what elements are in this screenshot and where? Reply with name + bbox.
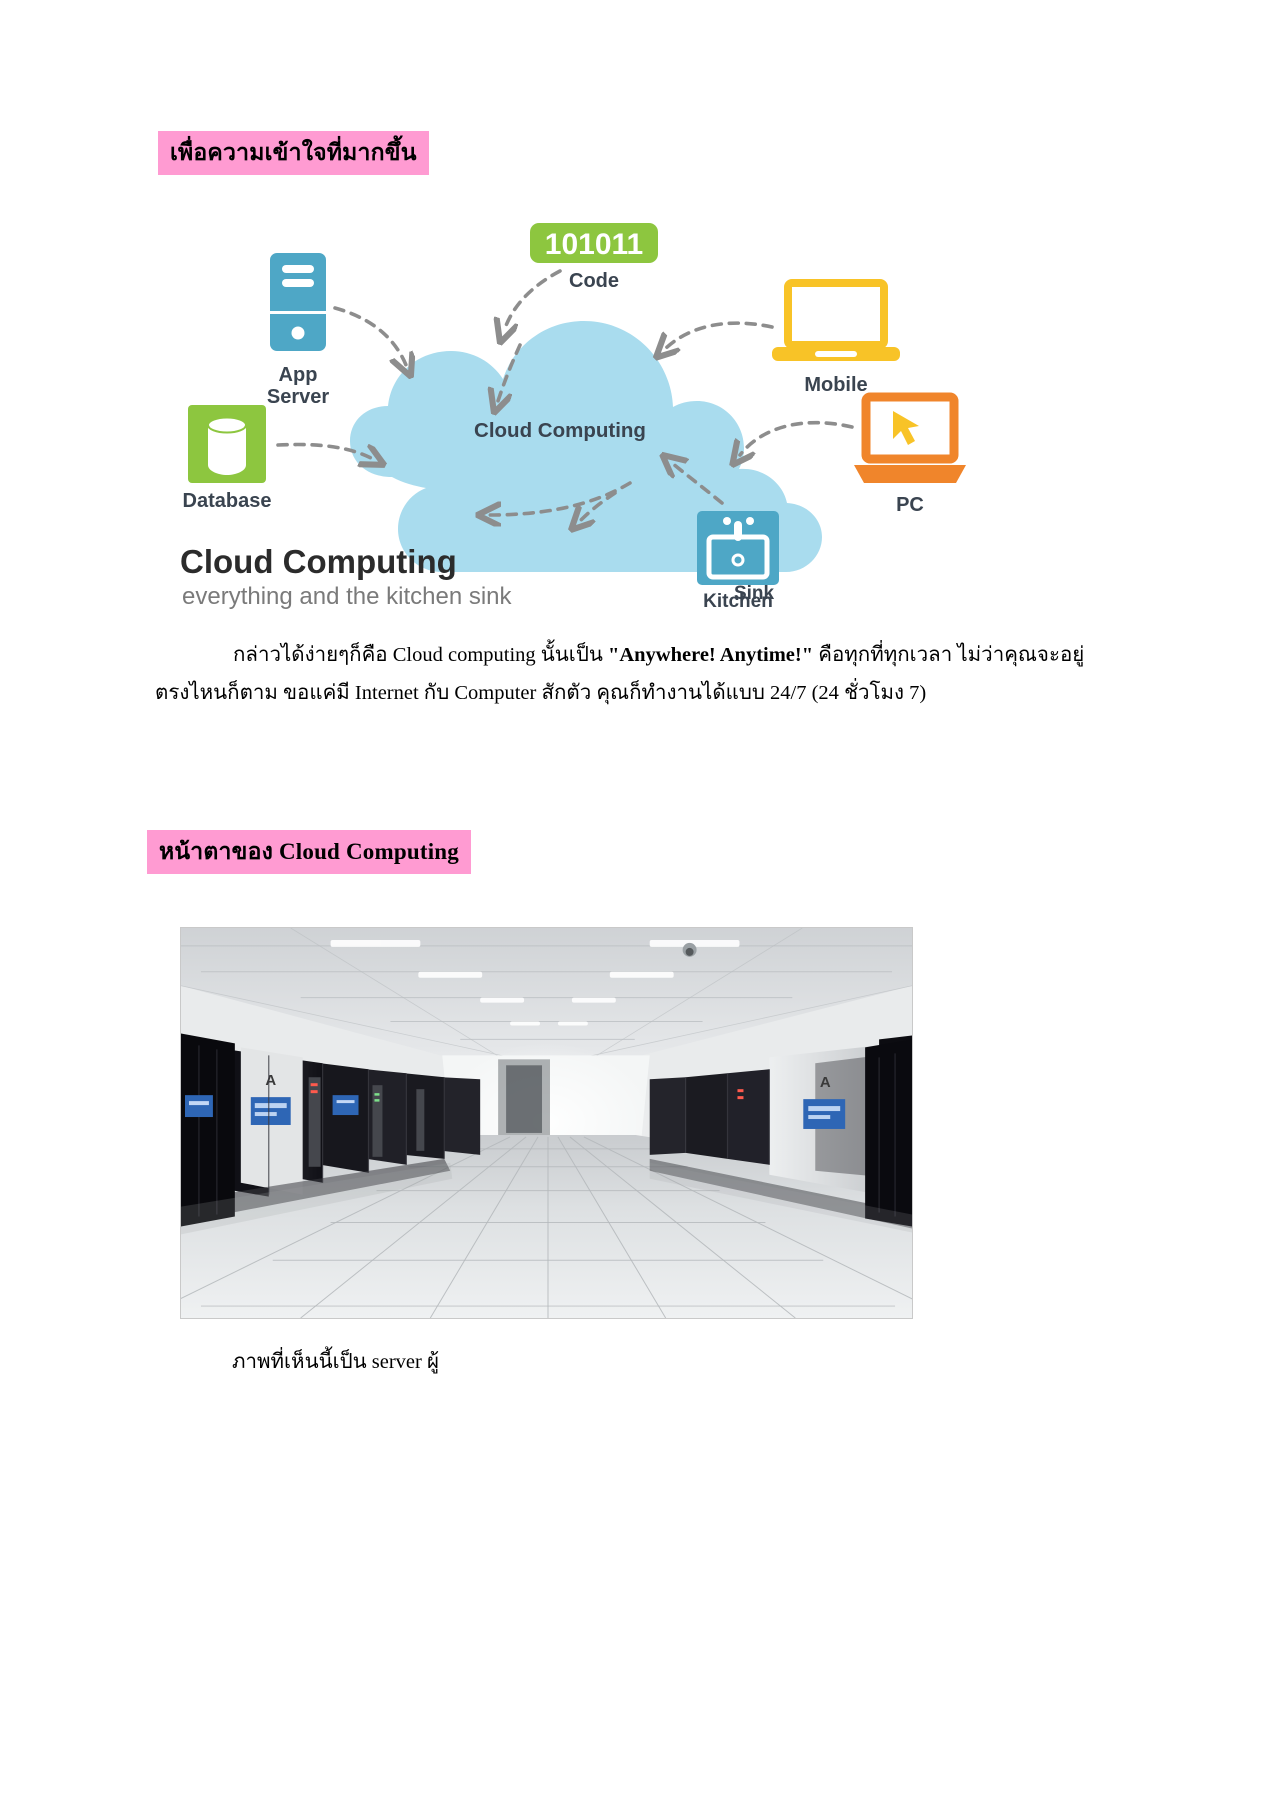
node-mobile: Mobile — [772, 279, 900, 396]
node-mobile-label: Mobile — [804, 374, 867, 396]
arrow-kitchen-sink-to-cloud — [672, 463, 724, 505]
node-kitchen-sink: Kitchen — [697, 511, 779, 612]
node-app-server: App Server — [267, 253, 329, 408]
svg-text:A: A — [820, 1074, 831, 1091]
paragraph-line1-post: คือทุกที่ทุกเวลา — [813, 644, 953, 666]
node-code-label: Code — [569, 270, 619, 292]
laptop-icon — [784, 279, 888, 349]
cloud-shape — [350, 321, 822, 572]
desktop-monitor-icon — [861, 392, 959, 464]
node-pc: PC — [854, 392, 966, 516]
node-app-server-label-line1: App — [279, 364, 318, 386]
body-paragraph: กล่าวได้ง่ายๆก็คือ Cloud computing นั้นเ… — [155, 636, 1085, 712]
arrow-pc-to-cloud — [740, 420, 854, 455]
cloud-center-label: Cloud Computing — [474, 419, 646, 442]
node-app-server-label-line2: Server — [267, 386, 329, 408]
arrow-internal-3 — [580, 491, 617, 521]
paragraph-line2: ไม่ว่าคุณจะอยู่ตรงไหนก็ตาม ขอแค่มี Inter… — [155, 644, 1085, 704]
node-kitchen-sink-label-line1: Kitchen — [703, 591, 773, 612]
node-pc-label: PC — [896, 494, 924, 516]
infographic-subtitle: everything and the kitchen sink — [182, 583, 513, 610]
photo-caption: ภาพที่เห็นนี้เป็น server ผู้ — [232, 1351, 439, 1373]
node-kitchen-sink-label-line2: Sink — [733, 583, 775, 604]
kitchen-sink-icon — [697, 511, 779, 585]
arrow-database-to-cloud — [276, 442, 373, 459]
server-tower-icon — [270, 253, 326, 351]
section-heading-appearance-text: หน้าตาของ Cloud Computing — [159, 839, 459, 864]
node-database-label: Database — [183, 490, 272, 512]
node-database: Database — [183, 405, 272, 512]
server-room-photo: A — [180, 927, 913, 1319]
arrow-code-to-cloud — [504, 269, 562, 331]
arrow-internal-1 — [498, 343, 522, 401]
arrow-app-server-to-cloud — [333, 306, 406, 365]
paragraph-line1-pre: กล่าวได้ง่ายๆก็คือ Cloud computing นั้นเ… — [233, 644, 608, 666]
arrow-internal-2 — [490, 481, 632, 515]
binary-code-icon — [530, 223, 658, 263]
paragraph-line3: ชั่วโมง 7) — [844, 682, 927, 704]
svg-text:A: A — [265, 1072, 276, 1089]
node-code: 101011 Code — [530, 223, 658, 292]
arrow-mobile-to-cloud — [665, 321, 774, 349]
section-heading-understanding-text: เพื่อความเข้าใจที่มากขึ้น — [170, 140, 417, 165]
cloud-computing-infographic: Cloud Computing App Server Database — [160, 215, 970, 615]
section-heading-understanding: เพื่อความเข้าใจที่มากขึ้น — [158, 131, 429, 175]
infographic-title: Cloud Computing — [180, 543, 457, 580]
section-heading-appearance: หน้าตาของ Cloud Computing — [147, 830, 471, 874]
paragraph-quote-anywhere-anytime: "Anywhere! Anytime!" — [607, 644, 814, 666]
node-code-badge-text: 101011 — [545, 228, 643, 261]
